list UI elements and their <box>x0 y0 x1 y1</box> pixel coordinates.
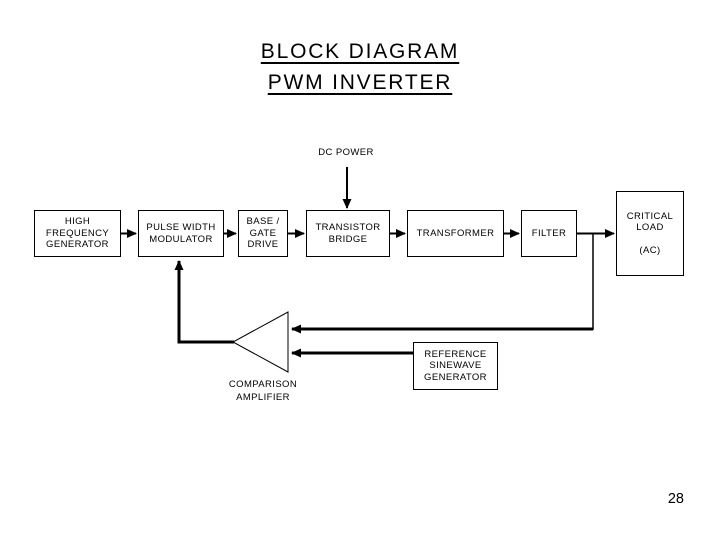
title-line-2: PWM INVERTER <box>0 67 720 98</box>
block-high-frequency-generator: HIGH FREQUENCY GENERATOR <box>34 210 121 257</box>
block-base-gate-drive: BASE / GATE DRIVE <box>238 210 288 257</box>
page-number: 28 <box>667 491 684 507</box>
slide-title: BLOCK DIAGRAM PWM INVERTER <box>0 36 720 98</box>
comparison-amplifier-label: COMPARISON AMPLIFIER <box>228 379 298 403</box>
title-line-1-text: BLOCK DIAGRAM <box>260 40 460 63</box>
block-filter: FILTER <box>521 210 577 257</box>
block-transistor-bridge: TRANSISTOR BRIDGE <box>306 210 390 257</box>
amplifier-output-line <box>174 260 234 344</box>
block-critical-load: CRITICAL LOAD (AC) <box>616 191 684 276</box>
dc-power-label: DC POWER <box>318 147 374 158</box>
title-line-2-text: PWM INVERTER <box>267 71 453 94</box>
block-transformer: TRANSFORMER <box>407 210 504 257</box>
title-line-1: BLOCK DIAGRAM <box>0 36 720 67</box>
comparison-amplifier-triangle <box>231 311 289 373</box>
block-reference-sinewave-generator: REFERENCE SINEWAVE GENERATOR <box>413 342 498 390</box>
block-pulse-width-modulator: PULSE WIDTH MODULATOR <box>138 210 224 257</box>
